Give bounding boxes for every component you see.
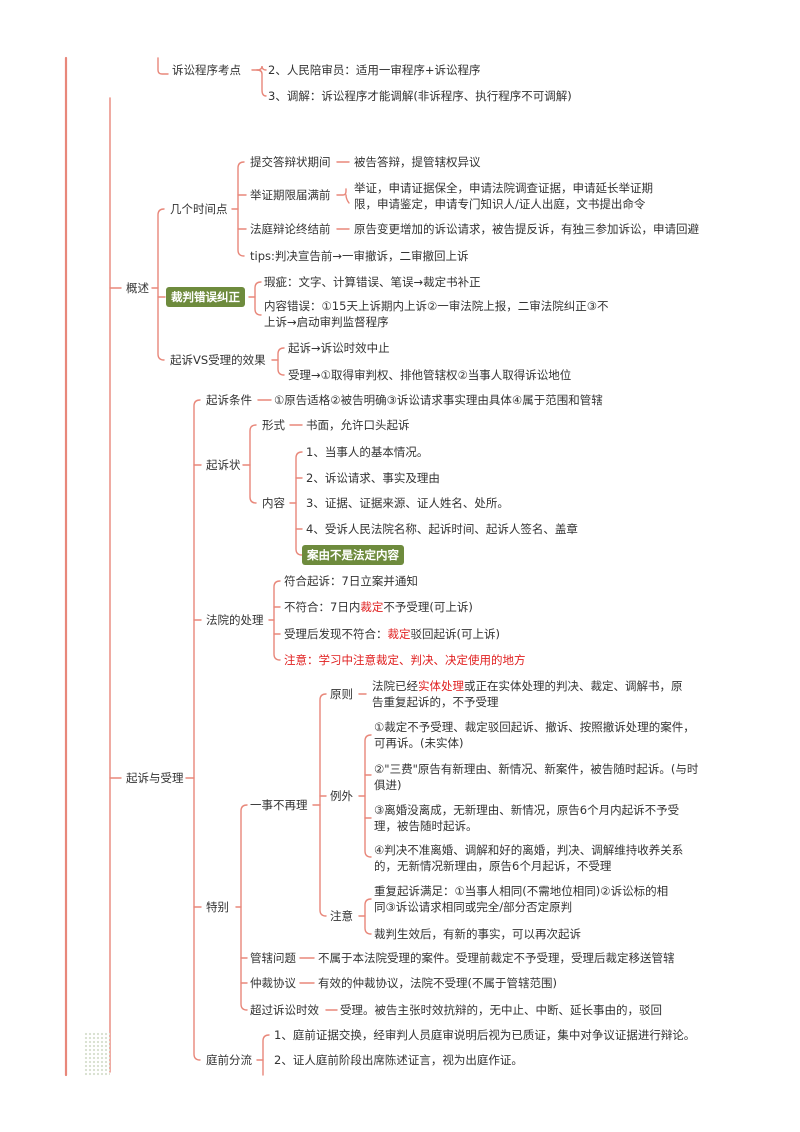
text-liwai-2b: 俱进) (374, 778, 402, 792)
text-liwai-1a: ①裁定不予受理、裁定驳回起诉、撤诉、按照撤诉处理的案件， (374, 720, 695, 734)
text-liwai-3b: 理，被告随时起诉。 (374, 819, 478, 833)
text-guanxia: 不属于本法院受理的案件。受理前裁定不予受理，受理后裁定移送管辖 (318, 951, 675, 965)
text-dabian-qijian: 被告答辩，提管辖权异议 (354, 155, 481, 169)
dot-pattern (84, 1032, 110, 1076)
text-chaoguo-shixiao: 受理。被告主张时效抗辩的，无中止、中断、延长事由的，驳回 (340, 1003, 662, 1017)
node-neirong-cuowu-1: 内容错误：①15天上诉期内上诉②一审法院上报，二审法院纠正③不 (264, 299, 609, 313)
node-liwai: 例外 (330, 789, 353, 803)
node-fuhe-qisu: 符合起诉：7日立案并通知 (284, 574, 418, 588)
node-zhuyi-red: 注意：学习中注意裁定、判决、决定使用的地方 (284, 653, 526, 667)
node-guanxia: 管辖问题 (250, 951, 296, 965)
text-juzheng-2: 限，申请鉴定，申请专门知识人/证人出庭，文书提出命令 (354, 197, 646, 211)
node-shouli-xiaoguo: 受理→①取得审判权、排他管辖权②当事人取得诉讼地位 (288, 368, 572, 382)
node-bu-fuhe: 不符合：7日内裁定不予受理(可上诉) (284, 600, 473, 614)
node-caipan-cuowu: 裁判错误纠正 (166, 287, 245, 307)
text-bianlun-zhongjie: 原告变更增加的诉讼请求，被告提反诉，有独三参加诉讼，申请回避 (354, 222, 699, 236)
node-susong-chengxu: 诉讼程序考点 (172, 63, 241, 77)
node-tebie: 特别 (206, 900, 229, 914)
text-qisu-tiaojian: ①原告适格②被告明确③诉讼请求事实理由具体④属于范围和管辖 (274, 393, 603, 407)
node-ji-ge-shijian: 几个时间点 (170, 202, 228, 216)
node-anyou-highlight: 案由不是法定内容 (302, 545, 404, 565)
item-neirong-2: 2、诉讼请求、事实及理由 (306, 471, 440, 485)
node-bianlun-zhongjie: 法庭辩论终结前 (250, 222, 331, 236)
node-tingqian-fenliu: 庭前分流 (206, 1053, 252, 1067)
node-tiaojie: 3、调解：诉讼程序才能调解(非诉程序、执行程序不可调解) (268, 89, 572, 103)
node-yuanze: 原则 (330, 687, 353, 701)
node-xingshi: 形式 (262, 418, 285, 432)
node-tips: tips:判决宣告前→一审撤诉，二审撤回上诉 (250, 249, 469, 263)
node-xiaci: 瑕疵：文字、计算错误、笔误→裁定书补正 (264, 275, 481, 289)
node-renmin-peishenyuan: 2、人民陪审员：适用一审程序+诉讼程序 (268, 63, 481, 77)
item-tingqian-2: 2、证人庭前阶段出席陈述证言，视为出庭作证。 (274, 1053, 523, 1067)
text-yuanze-2: 告重复起诉的，不予受理 (372, 695, 499, 709)
node-qisu-tiaojian: 起诉条件 (206, 393, 252, 407)
item-neirong-4: 4、受诉人民法院名称、起诉时间、起诉人签名、盖章 (306, 522, 578, 536)
text-liwai-3a: ③离婚没离成，无新理由、新情况，原告6个月内起诉不予受 (374, 803, 680, 817)
node-qisu-vs-shouli: 起诉VS受理的效果 (170, 353, 266, 367)
node-qisu-xiaoguo: 起诉→诉讼时效中止 (288, 341, 390, 355)
text-liwai-4a: ④判决不准离婚、调解和好的离婚，判决、调解维持收养关系 (374, 843, 684, 857)
node-dabian-qijian: 提交答辩状期间 (250, 155, 331, 169)
node-zhongcai: 仲裁协议 (250, 976, 296, 990)
text-liwai-1b: 可再诉。(未实体) (374, 736, 464, 750)
text-zhuyi-1a: 重复起诉满足：①当事人相同(不需地位相同)②诉讼标的相 (374, 884, 669, 898)
node-chaoguo-shixiao: 超过诉讼时效 (250, 1003, 319, 1017)
item-tingqian-1: 1、庭前证据交换，经审判人员庭审说明后视为已质证，集中对争议证据进行辩论。 (274, 1028, 696, 1042)
node-gaishu: 概述 (126, 281, 149, 295)
node-juzheng-qixian: 举证期限届满前 (250, 188, 331, 202)
text-xingshi: 书面，允许口头起诉 (306, 418, 410, 432)
item-neirong-3: 3、证据、证据来源、证人姓名、处所。 (306, 496, 509, 510)
text-juzheng-1: 举证，申请证据保全，申请法院调查证据，申请延长举证期 (354, 181, 653, 195)
node-zhuyi: 注意 (330, 909, 353, 923)
node-neirong-cuowu-2: 上诉→启动审判监督程序 (264, 315, 389, 329)
text-zhuyi-1b: 同③诉讼请求相同或完全/部分否定原判 (374, 900, 573, 914)
node-qisuzhuang: 起诉状 (206, 458, 241, 472)
text-yuanze-1: 法院已经实体处理或正在实体处理的判决、裁定、调解书，原 (372, 679, 683, 693)
node-fayuan-chuli: 法院的处理 (206, 613, 264, 627)
node-neirong: 内容 (262, 496, 285, 510)
node-shouli-hou: 受理后发现不符合：裁定驳回起诉(可上诉) (284, 627, 500, 641)
node-yishi-buzaili: 一事不再理 (250, 798, 308, 812)
text-liwai-2a: ②"三费"原告有新理由、新情况、新案件，被告随时起诉。(与时 (374, 762, 699, 776)
item-neirong-1: 1、当事人的基本情况。 (306, 445, 429, 459)
text-zhuyi-2: 裁判生效后，有新的事实，可以再次起诉 (374, 927, 581, 941)
node-qisu-yu-shouli: 起诉与受理 (126, 771, 184, 785)
text-zhongcai: 有效的仲裁协议，法院不受理(不属于管辖范围) (318, 976, 557, 990)
text-liwai-4b: 的，无新情况新理由，原告6个月起诉，不受理 (374, 859, 612, 873)
